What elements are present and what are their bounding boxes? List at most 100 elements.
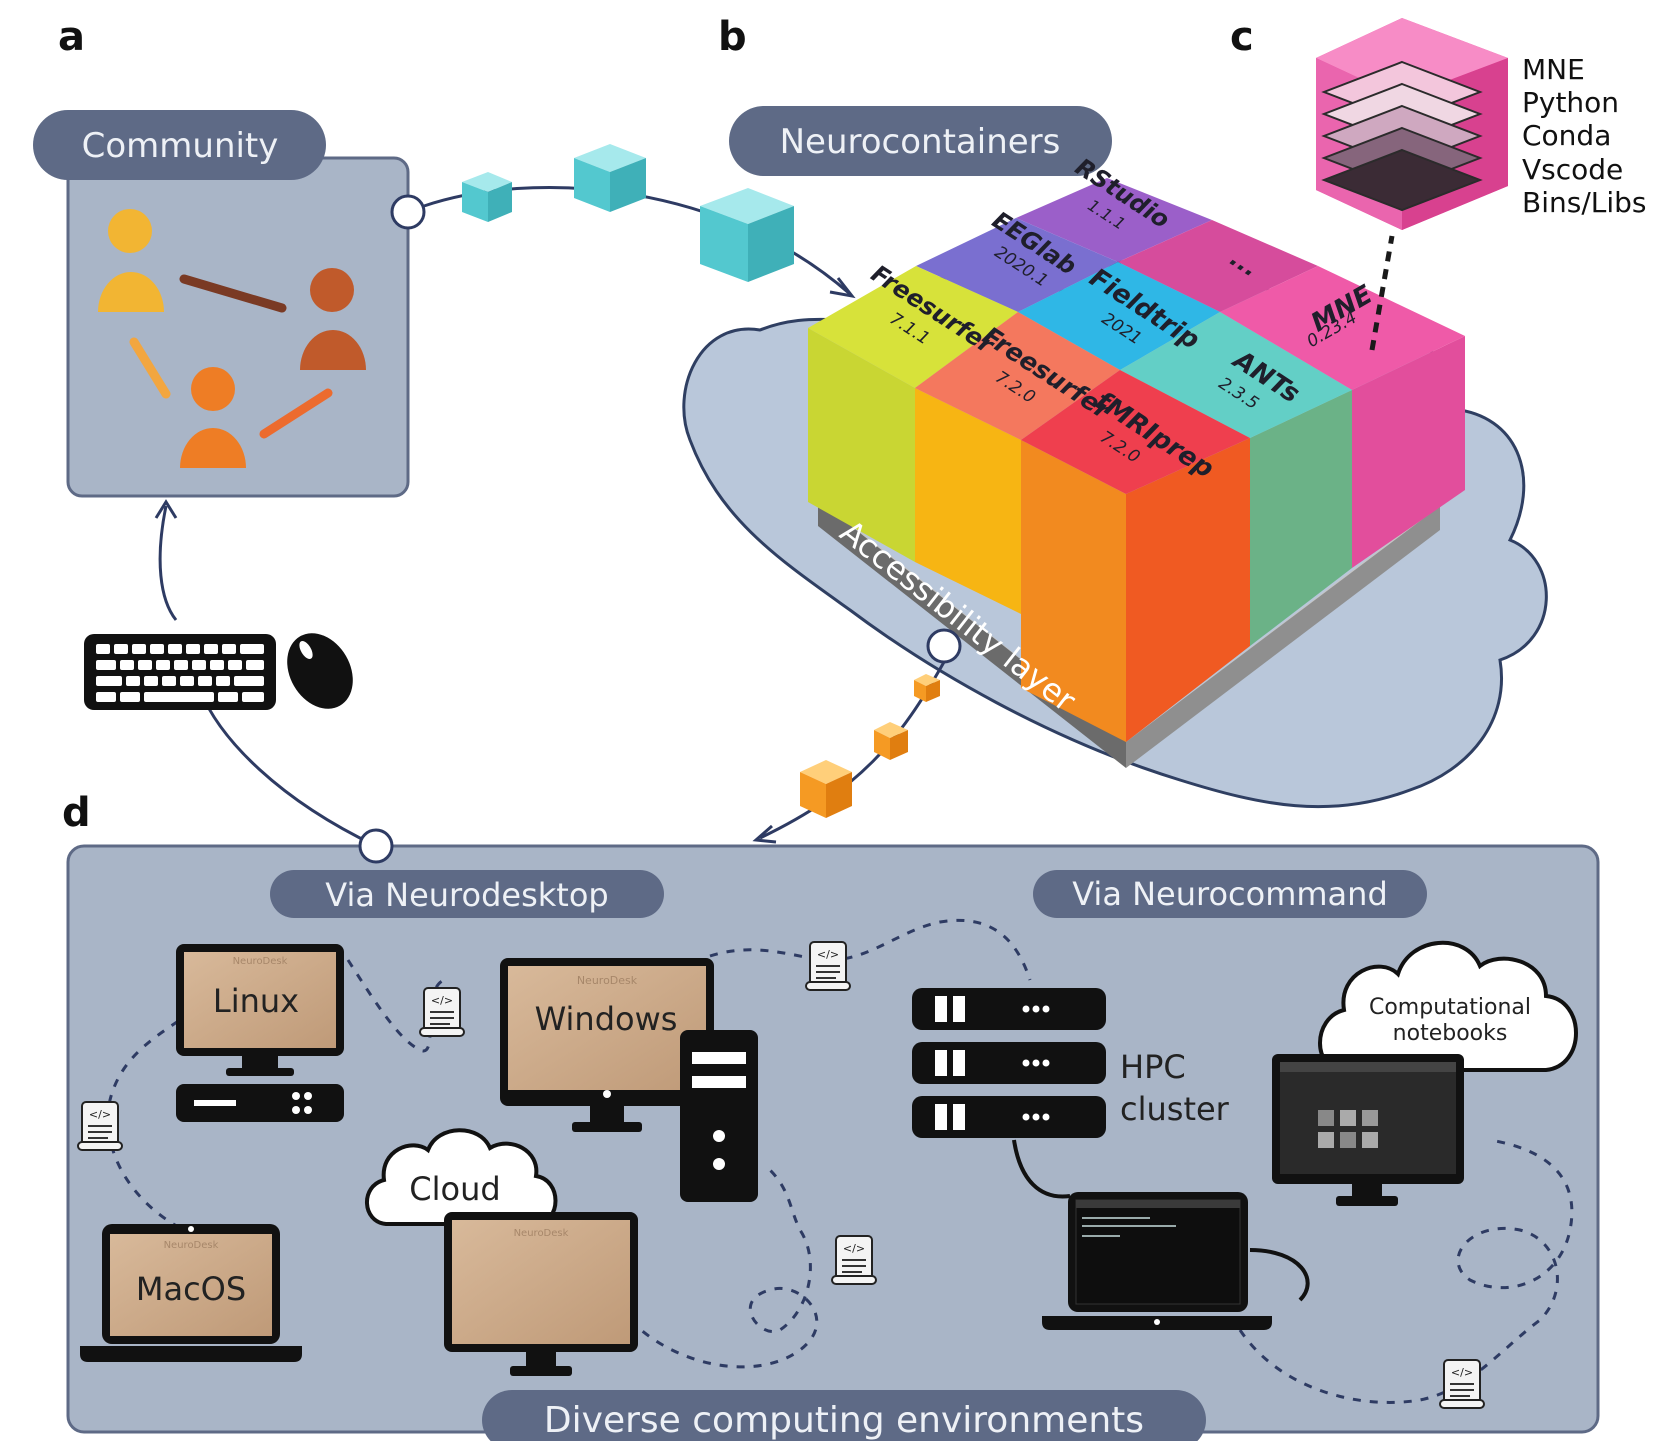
block-ants-side — [1250, 390, 1352, 646]
connector-node — [358, 828, 394, 864]
layer-label-1: MNE — [1522, 53, 1585, 86]
notebooks-station — [1272, 941, 1578, 1206]
macos-label: MacOS — [136, 1270, 246, 1308]
layer-label-5: Bins/Libs — [1522, 186, 1647, 219]
cable-line — [1249, 1248, 1310, 1302]
person-yellow-icon — [98, 209, 164, 312]
windows-computer: NeuroDesk — [500, 958, 758, 1202]
tile-rstudio — [1016, 178, 1212, 262]
tile-eeglab — [916, 218, 1118, 312]
connector-node — [926, 628, 962, 664]
linux-label: Linux — [213, 982, 299, 1020]
layer-link-line — [1369, 235, 1395, 351]
panel-label-b: b — [718, 14, 747, 60]
block-freesurfer711-front — [808, 328, 915, 562]
svg-text:</>: </> — [843, 1242, 865, 1255]
tile-freesurfer720 — [915, 312, 1120, 440]
link-line — [129, 337, 171, 399]
screen-brand: NeuroDesk — [233, 956, 288, 967]
script-scroll-icon: </> — [805, 941, 851, 991]
footer-pill — [482, 1390, 1206, 1441]
dashed-path — [1238, 1138, 1574, 1404]
community-title: Community — [82, 126, 279, 166]
panel-label-c: c — [1230, 14, 1254, 60]
teal-cube-large — [700, 188, 794, 282]
cable-line — [1012, 1139, 1071, 1199]
screen-brand: NeuroDesk — [514, 1228, 569, 1239]
via-neurocommand-pill — [1033, 870, 1427, 918]
svg-text:</>: </> — [1451, 1366, 1473, 1379]
script-scroll-icon: </> — [831, 1235, 877, 1285]
panel-label-a: a — [58, 14, 85, 60]
orange-cube-medium — [874, 722, 908, 760]
block-freesurfer720-front — [915, 388, 1021, 614]
layer-label-4: Vscode — [1522, 153, 1623, 186]
cloud-computer: NeuroDesk — [365, 1128, 638, 1376]
hpc-cluster-icon — [912, 988, 1106, 1138]
windows-label: Windows — [535, 1000, 678, 1038]
tile-more — [1118, 220, 1318, 312]
orange-cube-large — [800, 760, 852, 818]
dashed-path — [709, 918, 1032, 981]
tile-mne — [1220, 266, 1465, 390]
teal-cube-small — [462, 172, 512, 222]
neurocontainers-title: Neurocontainers — [780, 122, 1061, 162]
orange-cube-small — [914, 674, 940, 702]
block-mne-side — [1352, 336, 1465, 568]
connector-node — [390, 194, 426, 230]
via-neurocommand-label: Via Neurocommand — [1072, 875, 1388, 913]
tile-fieldtrip — [1018, 262, 1220, 370]
cloud-icon — [365, 1128, 558, 1226]
layer-label-3: Conda — [1522, 119, 1611, 152]
accessibility-slab-side — [1126, 506, 1440, 768]
arrowhead-icon — [829, 277, 856, 299]
teal-cube-medium — [574, 144, 646, 212]
svg-text:</>: </> — [817, 948, 839, 961]
layer-label-2: Python — [1522, 86, 1619, 119]
hpc-label-line2: cluster — [1120, 1090, 1230, 1128]
link-line — [179, 274, 287, 313]
mouse-icon — [287, 633, 353, 709]
script-scroll-icon: </> — [77, 1101, 123, 1151]
arrowhead-icon — [154, 499, 178, 519]
hpc-label-line1: HPC — [1120, 1048, 1186, 1086]
notebooks-label-line2: notebooks — [1393, 1021, 1508, 1046]
community-pill — [33, 110, 326, 180]
dashed-path — [106, 1018, 181, 1230]
macos-laptop: NeuroDesk — [80, 1224, 302, 1362]
tile-ants — [1120, 312, 1352, 438]
panel-label-d: d — [62, 790, 91, 836]
screen-brand: NeuroDesk — [577, 974, 638, 987]
link-line — [259, 388, 333, 439]
screen-brand: NeuroDesk — [164, 1240, 219, 1251]
flow-arrow-up-lower — [198, 689, 377, 848]
via-neurodesktop-pill — [270, 870, 664, 918]
via-neurodesktop-label: Via Neurodesktop — [325, 876, 608, 914]
neurocontainers-panel: Neurocontainers RStudio 1.1.1 EEGlab — [682, 106, 1548, 809]
arrowhead-icon — [752, 824, 777, 844]
svg-text:</>: </> — [89, 1108, 111, 1121]
tile-fmriprep — [1021, 370, 1250, 494]
keyboard-icon — [84, 634, 276, 710]
footer-label: Diverse computing environments — [544, 1400, 1144, 1441]
block-fmriprep-front — [1021, 440, 1126, 742]
notebooks-label-line1: Computational — [1369, 995, 1531, 1020]
script-scroll-icon: </> — [419, 987, 465, 1037]
terminal-laptop — [1042, 1192, 1272, 1330]
dashed-path — [628, 1168, 819, 1369]
person-rust-icon — [300, 268, 366, 370]
tile-freesurfer711 — [808, 266, 1018, 388]
layer-bins-libs — [1321, 148, 1483, 212]
svg-text:</>: </> — [431, 994, 453, 1007]
person-orange-icon — [180, 367, 246, 468]
cloud-icon — [1318, 941, 1578, 1072]
flow-arrow-up-upper — [158, 505, 178, 621]
community-panel: Community — [33, 110, 426, 498]
script-scroll-icon: </> — [1439, 1359, 1485, 1409]
linux-computer: NeuroDesk — [176, 944, 344, 1122]
neurocontainers-pill — [729, 106, 1112, 176]
cloud-label: Cloud — [409, 1170, 500, 1208]
block-fmriprep-side — [1126, 438, 1250, 742]
container-layer-stack — [1316, 18, 1508, 230]
